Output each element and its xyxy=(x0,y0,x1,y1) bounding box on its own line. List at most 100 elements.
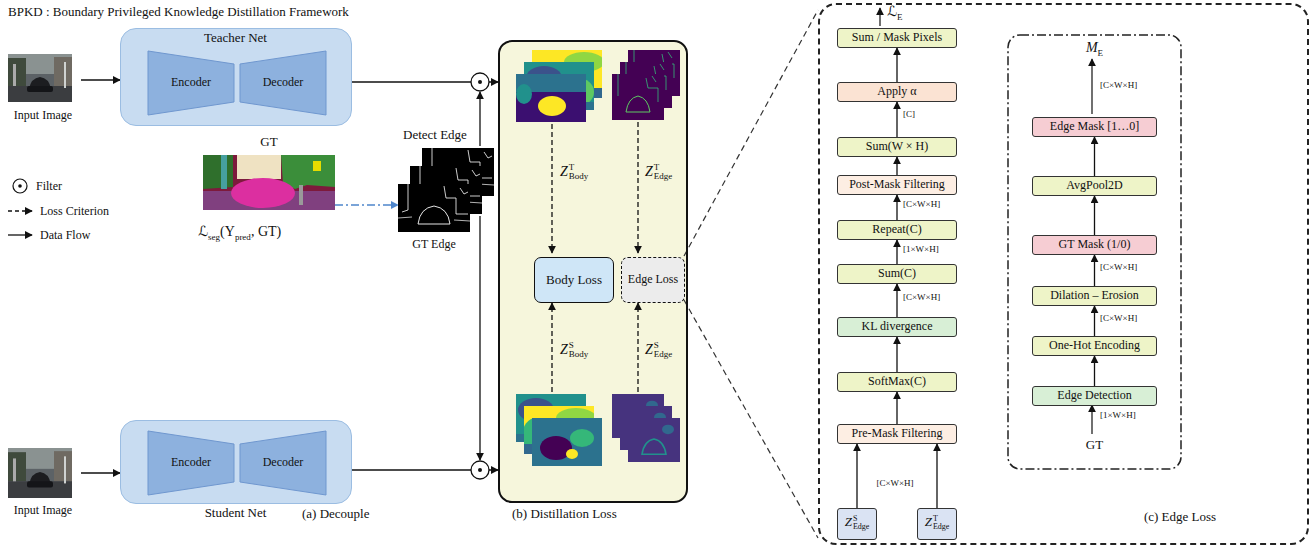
network-box: Teacher NetEncoder Decoder xyxy=(120,28,352,126)
process-box: GT Mask (1/0) xyxy=(1032,235,1157,255)
zoom-region: (c) Edge Loss Sum / Mask PixelsApply α Sum… xyxy=(818,3,1309,545)
process-box: Edge Mask [1…0] xyxy=(1032,117,1157,137)
network-title: Teacher Net xyxy=(204,30,267,45)
input-image xyxy=(8,448,72,498)
flow-arrow xyxy=(1094,196,1095,235)
annotation: (Y xyxy=(220,224,235,239)
flow-arrow xyxy=(896,48,897,82)
box-text: Decoder xyxy=(240,431,326,495)
annotation: [C×W×H] xyxy=(876,478,913,488)
box-text: Edge Loss xyxy=(622,258,684,302)
process-box: Dilation – Erosion xyxy=(1032,286,1157,306)
step-label: Sum(W × H) xyxy=(866,140,929,154)
annotation-scripts: SEdge xyxy=(654,341,673,360)
feature-map xyxy=(612,74,664,120)
image-caption: Input Image xyxy=(14,503,72,517)
annotation-scripts: TEdge xyxy=(654,163,673,182)
annotation-group: [C×W×H] xyxy=(865,478,925,489)
box-text: One-Hot Encoding xyxy=(1033,337,1156,355)
annotation-group: [C×W×H] xyxy=(903,199,940,210)
loss-box: Edge Loss xyxy=(621,257,685,303)
image-panel: GT xyxy=(203,136,335,210)
encoder-trapezoid: Encoder xyxy=(148,51,234,115)
annotation: , GT) xyxy=(251,224,281,239)
flow-arrow xyxy=(81,79,120,80)
loss-label: Body Loss xyxy=(546,273,602,288)
legend-item: Filter xyxy=(36,179,62,193)
flow-arrow xyxy=(1094,306,1095,336)
zoom-lines xyxy=(684,10,818,538)
box-text: Dilation – Erosion xyxy=(1033,287,1156,305)
decoder-trapezoid: Decoder xyxy=(240,51,326,115)
block-label: Encoder xyxy=(171,76,211,90)
network-title: Student Net xyxy=(205,505,267,520)
distillation-panel: (b) Distillation LossBody LossEdge Loss xyxy=(498,40,688,503)
symbol-group: ZTEdge xyxy=(918,514,956,531)
box-text: AvgPool2D xyxy=(1033,177,1156,195)
box-text: Body Loss xyxy=(535,258,613,302)
symbol-subscript: Edge xyxy=(933,523,949,531)
edge-feed xyxy=(479,216,480,460)
process-box: KL divergence xyxy=(837,317,957,337)
box-text: Edge Detection xyxy=(1033,387,1156,405)
flow-arrow xyxy=(896,157,897,175)
title-group: BPKD : Boundary Privileged Knowledge Dis… xyxy=(8,4,349,20)
step-label: Apply α xyxy=(877,85,916,99)
step-label: Sum / Mask Pixels xyxy=(852,31,942,45)
loss-label: Edge Loss xyxy=(628,273,678,287)
step-label: GT Mask (1/0) xyxy=(1059,238,1131,252)
box-text: Repeat(C) xyxy=(838,221,956,239)
input-box: ZTEdge xyxy=(917,508,957,540)
flow-arrow xyxy=(1094,356,1095,386)
flow-arrow xyxy=(936,444,937,508)
annotation: [1×W×H] xyxy=(903,244,939,254)
flow-arrow xyxy=(896,102,897,137)
annotation-group: ℒseg(Ypred, GT) xyxy=(198,224,281,243)
annotation-group: [C×W×H] xyxy=(1100,262,1137,273)
annotation-group: ZTBody xyxy=(560,163,588,182)
process-box: Sum(W × H) xyxy=(837,137,957,157)
box-text: Encoder xyxy=(148,431,234,495)
block-label: Encoder xyxy=(171,456,211,470)
annotation-scripts: SBody xyxy=(569,341,589,360)
annotation-subscript: E xyxy=(897,12,903,22)
symbol-group: GT xyxy=(1007,437,1182,453)
feature-map xyxy=(532,418,602,466)
box-text: SoftMax(C) xyxy=(838,373,956,391)
panel-title-group: (b) Distillation Loss xyxy=(512,506,687,522)
legend-label: Loss Criterion xyxy=(40,204,109,218)
process-box: SoftMax(C) xyxy=(837,372,957,392)
panel-ground xyxy=(499,41,687,502)
panel-title-group: (c) Edge Loss xyxy=(1120,509,1240,525)
decoder-trapezoid: Decoder xyxy=(240,431,326,495)
image-caption: Input Image xyxy=(14,108,72,122)
image-caption-group: GT xyxy=(203,134,335,150)
symbol-scripts: SEdge xyxy=(853,515,869,532)
annotation-group: [1×W×H] xyxy=(1100,410,1136,421)
flow-arrow xyxy=(81,472,120,473)
dash-dot-arrow xyxy=(335,204,398,206)
annotation-group: [C×W×H] xyxy=(1100,313,1137,324)
image-stack: GT Edge xyxy=(398,148,494,254)
annotation-subscript: Edge xyxy=(654,350,673,359)
symbol: Z xyxy=(845,514,852,529)
step-label: KL divergence xyxy=(862,320,933,334)
symbol-superscript: S xyxy=(853,515,869,523)
input-box: ZSEdge xyxy=(837,508,877,540)
feature-map xyxy=(516,74,586,122)
process-box: One-Hot Encoding xyxy=(1032,336,1157,356)
annotation-superscript: T xyxy=(654,163,673,172)
diagram-title: BPKD : Boundary Privileged Knowledge Dis… xyxy=(8,4,349,19)
annotation: [C×W×H] xyxy=(1100,313,1137,323)
process-box: Sum / Mask Pixels xyxy=(837,28,957,48)
flow-arrow xyxy=(896,284,897,317)
step-label: Edge Mask [1…0] xyxy=(1050,120,1139,134)
gt-segmentation xyxy=(203,155,335,210)
annotation-group: ZSEdge xyxy=(645,341,672,360)
step-label: Edge Detection xyxy=(1057,389,1131,403)
annotation: Z xyxy=(645,164,653,179)
box-text: Encoder xyxy=(148,51,234,115)
process-box: Repeat(C) xyxy=(837,220,957,240)
image-caption: GT xyxy=(260,134,277,149)
symbol: GT xyxy=(1086,437,1103,452)
